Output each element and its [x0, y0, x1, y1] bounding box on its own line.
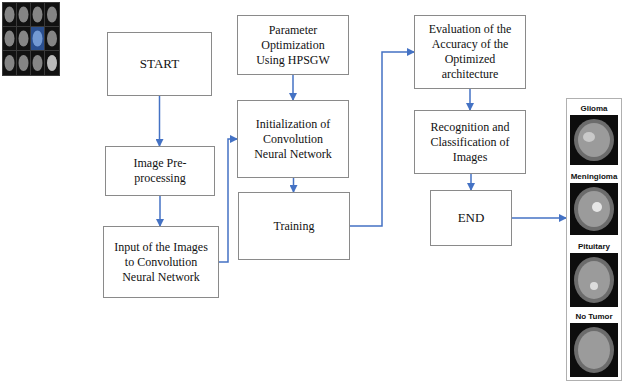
flow-arrow [159, 96, 161, 146]
class-label: No Tumor [567, 313, 621, 321]
mri-sample-images [567, 99, 621, 380]
terminal-box: END [430, 190, 512, 246]
flow-arrow [292, 75, 294, 100]
process-box: Initialization of Convolution Neural Net… [237, 100, 349, 178]
box-label: Training [274, 219, 315, 234]
box-label: START [140, 56, 179, 72]
box-label: Initialization of Convolution Neural Net… [246, 117, 340, 162]
box-label: Input of the Images to Convolution Neura… [112, 240, 210, 285]
class-label: Meningioma [567, 173, 621, 181]
process-box: Image Pre-processing [105, 146, 215, 196]
box-label: END [458, 210, 485, 226]
process-box: Recognition and Classification of Images [414, 110, 526, 174]
flow-arrow [159, 196, 161, 226]
class-label: Glioma [567, 105, 621, 113]
process-box: Parameter Optimization Using HPSGW [237, 15, 349, 75]
mri-thumbnail-grid [0, 0, 64, 80]
terminal-box: START [107, 32, 212, 96]
flow-arrow [219, 139, 237, 262]
class-label: Pituitary [567, 243, 621, 251]
flow-arrow [512, 217, 566, 219]
flow-arrow [469, 89, 471, 110]
box-label: Recognition and Classification of Images [423, 120, 517, 165]
box-label: Parameter Optimization Using HPSGW [246, 23, 340, 68]
flow-arrow [350, 52, 414, 226]
process-box: Evaluation of the Accuracy of the Optimi… [414, 15, 526, 89]
box-label: Evaluation of the Accuracy of the Optimi… [423, 22, 517, 82]
process-box: Training [238, 192, 350, 260]
flow-arrow [470, 174, 472, 190]
flow-arrow [293, 178, 295, 192]
sample-panel: GliomaMeningiomaPituitary No Tumor [566, 98, 622, 381]
process-box: Input of the Images to Convolution Neura… [103, 226, 219, 298]
box-label: Image Pre-processing [114, 156, 206, 186]
